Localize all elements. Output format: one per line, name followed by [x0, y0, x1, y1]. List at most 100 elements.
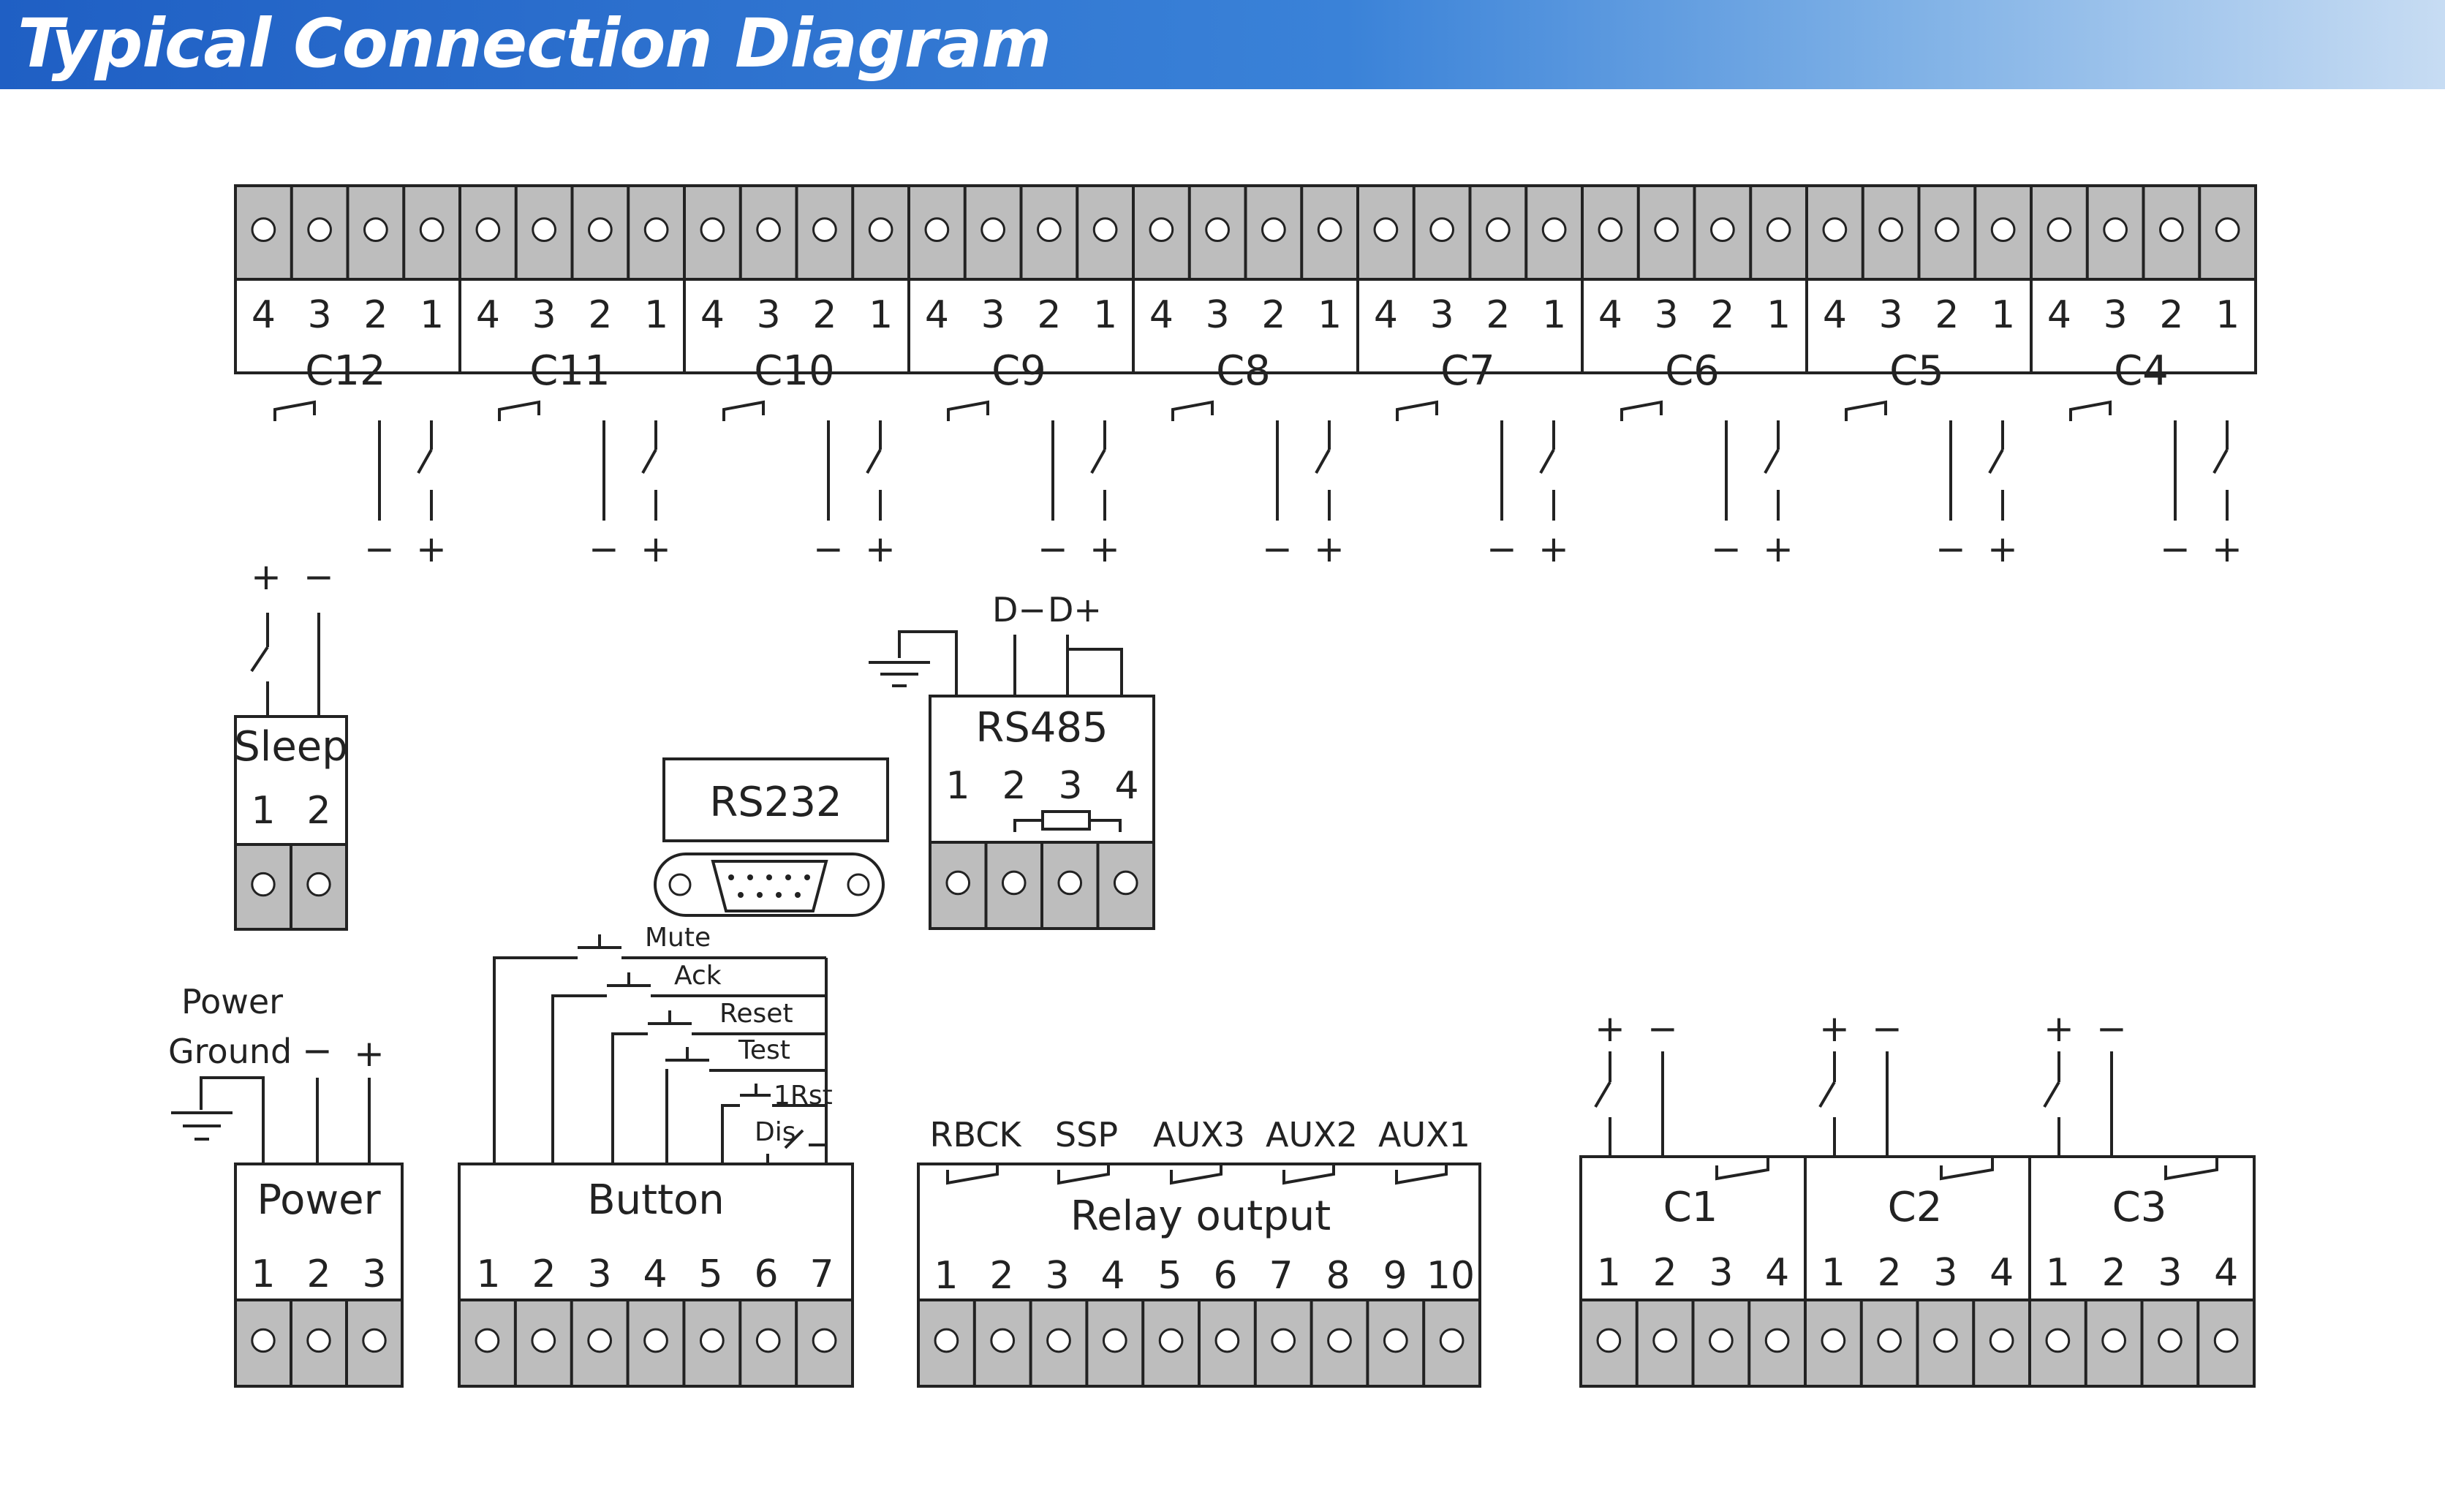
polarity-plus: +: [2212, 528, 2242, 570]
polarity-plus: +: [1987, 528, 2018, 570]
relay-contact-symbol: [2164, 1158, 2218, 1181]
pin-label: 3: [1709, 1251, 1733, 1295]
relay-box: [458, 278, 686, 374]
screw-terminal: [1990, 217, 2016, 243]
ground-label: Ground: [168, 1032, 292, 1071]
pin-label: 1: [945, 764, 970, 808]
relay-output-box: [917, 1163, 1481, 1301]
relay-contact-symbol: [946, 1164, 999, 1185]
rs232-name: RS232: [709, 779, 842, 826]
pin-label: 8: [1326, 1254, 1350, 1298]
screw-terminal: [1822, 217, 1848, 243]
pin-label: 3: [587, 1252, 611, 1296]
pin-label: 4: [1598, 293, 1622, 337]
relay-name: C1: [1663, 1184, 1718, 1231]
db9-pin: [804, 874, 810, 880]
screw-terminal: [475, 217, 501, 243]
pin-label: 4: [925, 293, 949, 337]
screw-terminal: [587, 1328, 613, 1353]
screw-terminal: [1113, 870, 1138, 896]
polarity-plus: +: [1089, 528, 1120, 570]
relay-contact-symbol: [1170, 1164, 1222, 1185]
screw-terminal: [2159, 217, 2184, 243]
db9-screw: [847, 873, 870, 896]
pin-label: 4: [2047, 293, 2071, 337]
rs232-box: [662, 757, 889, 842]
rs485-name: RS485: [975, 704, 1108, 752]
screw-terminal: [1821, 1328, 1846, 1353]
relay-box: [1132, 278, 1359, 374]
pin-label: 3: [757, 293, 781, 337]
screw-terminal: [1383, 1328, 1408, 1353]
relay-contact-symbol: [1715, 1158, 1769, 1181]
pin-label: 3: [1058, 764, 1082, 808]
screw-terminal: [1102, 1328, 1127, 1353]
polarity-plus: +: [2044, 1008, 2074, 1050]
power-name: Power: [257, 1176, 381, 1224]
pin-label: 3: [1206, 293, 1230, 337]
screw-terminal: [1935, 217, 1960, 243]
polarity-minus: −: [2096, 1008, 2127, 1050]
relay-contact-symbol: [947, 400, 989, 421]
pin-label: 1: [1991, 293, 2015, 337]
screw-terminal: [1092, 217, 1118, 243]
pin-label: 5: [698, 1252, 722, 1296]
relay-name: C9: [991, 347, 1046, 395]
relay-box: [1356, 278, 1584, 374]
pin-label: 1: [251, 1252, 275, 1296]
pin-label: 2: [2102, 1251, 2126, 1295]
polarity-minus: −: [303, 556, 334, 598]
switch-label: Ack: [674, 961, 722, 991]
pin-label: 4: [252, 293, 276, 337]
relay-contact-symbol: [1395, 1164, 1448, 1185]
screw-terminal: [990, 1328, 1016, 1353]
relay-contact-symbol: [273, 400, 316, 421]
wire-label: D−: [992, 590, 1046, 630]
screw-terminal: [755, 1328, 781, 1353]
db9-pin: [738, 892, 744, 898]
screw-terminal: [1989, 1328, 2014, 1353]
relay-name: C4: [2114, 347, 2169, 395]
relay-contact-symbol: [1620, 400, 1663, 421]
relay-switch-blade: [1764, 449, 1780, 474]
screw-terminal: [2213, 1328, 2239, 1353]
pin-label: 2: [1653, 1251, 1677, 1295]
polarity-plus: +: [1595, 1008, 1625, 1050]
pin-label: 4: [700, 293, 725, 337]
relay-name: C8: [1216, 347, 1271, 395]
polarity-minus: −: [1262, 528, 1293, 570]
screw-terminal: [1046, 1328, 1071, 1353]
pin-label: 7: [809, 1252, 834, 1296]
polarity-minus: −: [1935, 528, 1966, 570]
db9-pin: [766, 874, 772, 880]
button-box: [458, 1163, 854, 1301]
pin-label: 1: [869, 293, 893, 337]
relay-switch-blade: [1594, 1081, 1611, 1108]
polarity-minus: −: [1711, 528, 1742, 570]
screw-terminal: [1214, 1328, 1240, 1353]
pin-label: 1: [1766, 293, 1791, 337]
pin-label: 4: [2214, 1251, 2238, 1295]
pin-label: 1: [476, 1252, 500, 1296]
screw-terminal: [1149, 217, 1174, 243]
screw-terminal: [2047, 217, 2072, 243]
screw-terminal: [700, 217, 725, 243]
screw-terminal: [1541, 217, 1567, 243]
polarity-plus: +: [1538, 528, 1569, 570]
screw-terminal: [1486, 217, 1511, 243]
relay-contact-symbol: [722, 400, 765, 421]
relay-name: C12: [305, 347, 385, 395]
relay-contact-symbol: [1171, 400, 1214, 421]
screw-terminal: [1596, 1328, 1622, 1353]
db9-pin: [747, 874, 753, 880]
polarity-minus: −: [1872, 1008, 1902, 1050]
pin-label: 9: [1383, 1254, 1407, 1298]
